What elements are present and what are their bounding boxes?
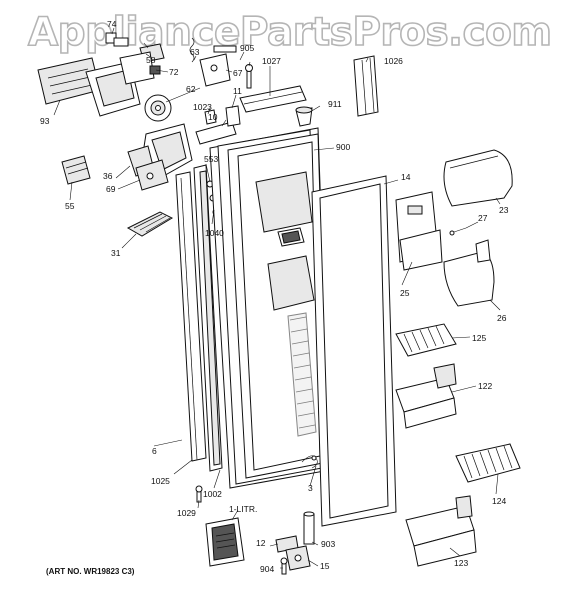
callout-903: 903	[321, 539, 335, 549]
callout-10: 10	[208, 112, 218, 122]
callout-3: 3	[308, 483, 313, 493]
part-63-spring	[189, 37, 195, 63]
callout-911: 911	[328, 99, 342, 109]
part-1029-screw	[195, 485, 203, 503]
callout-11: 11	[233, 86, 242, 96]
callout-63: 63	[190, 47, 200, 57]
callout-15: 15	[320, 561, 330, 571]
callout-31: 31	[111, 248, 121, 258]
callout-905: 905	[240, 43, 254, 53]
part-904-screw	[280, 557, 288, 575]
part-1025-strip	[193, 164, 223, 472]
part-6-strip	[175, 171, 207, 462]
callout-1027: 1027	[262, 56, 281, 66]
callout-122: 122	[478, 381, 492, 391]
part-15-hinge	[285, 545, 311, 571]
callout-900: 900	[336, 142, 350, 152]
part-25-bin	[395, 191, 443, 271]
part-124-shelf	[455, 443, 521, 483]
part-11-hinge	[225, 105, 241, 127]
callout-67: 67	[233, 68, 243, 78]
callout-69: 69	[106, 184, 116, 194]
part-69-actuator	[135, 159, 169, 191]
part-911-plug	[295, 106, 313, 127]
callout-58: 58	[146, 55, 156, 65]
callout-72: 72	[169, 67, 179, 77]
callout-1002: 1002	[203, 489, 222, 499]
part-55-bracket	[61, 155, 91, 185]
callout-1-litr: 1-LITR.	[229, 504, 257, 514]
part-23-cover	[443, 149, 513, 207]
callout-1023: 1023	[193, 102, 212, 112]
callout-1040: 1040	[205, 228, 224, 238]
callout-62: 62	[186, 84, 196, 94]
part-1023-hinge	[204, 109, 217, 125]
part-125-shelf	[395, 323, 457, 357]
callout-12: 12	[256, 538, 266, 548]
part-905-screw	[245, 64, 253, 89]
part-72-switch	[149, 65, 161, 75]
callout-27: 27	[478, 213, 488, 223]
part-67-bracket	[199, 45, 237, 87]
part-26-bin	[443, 239, 495, 307]
part-123-bin	[405, 495, 477, 567]
callout-93: 93	[40, 116, 50, 126]
part-14-gasket	[311, 175, 397, 527]
callout-25: 25	[400, 288, 410, 298]
part-27-screw	[449, 227, 467, 236]
part-dispenser-housing	[85, 51, 155, 117]
callout-1025: 1025	[151, 476, 170, 486]
callout-1026: 1026	[384, 56, 403, 66]
part-62-gear	[144, 94, 172, 122]
art-number: (ART NO. WR19823 C3)	[46, 567, 135, 576]
callout-labels: 74 58 72 63 905 67 1027 1026 93 62 1023 …	[40, 19, 509, 574]
callout-14: 14	[401, 172, 411, 182]
callout-26: 26	[497, 313, 507, 323]
part-74-cap	[105, 32, 129, 47]
callout-123: 123	[454, 558, 468, 568]
callout-904: 904	[260, 564, 274, 574]
part-1-litr-manual	[205, 517, 245, 567]
part-10-gasket-top	[195, 121, 237, 145]
callout-6: 6	[152, 446, 157, 456]
part-3-wire	[301, 455, 318, 469]
part-31-grille	[126, 211, 174, 237]
part-122-bin	[395, 363, 457, 429]
part-1026-strip	[353, 55, 379, 117]
leader-lines	[53, 27, 501, 569]
callout-1029: 1029	[177, 508, 196, 518]
callout-74: 74	[107, 19, 117, 29]
callout-36: 36	[103, 171, 113, 181]
part-shelf-dividers	[287, 312, 317, 437]
callout-55: 55	[65, 201, 75, 211]
callout-553: 553	[204, 154, 218, 164]
part-903-cylinder	[303, 511, 315, 545]
callout-125: 125	[472, 333, 486, 343]
callout-124: 124	[492, 496, 506, 506]
callout-23: 23	[499, 205, 509, 215]
part-1027-trim	[239, 85, 307, 113]
